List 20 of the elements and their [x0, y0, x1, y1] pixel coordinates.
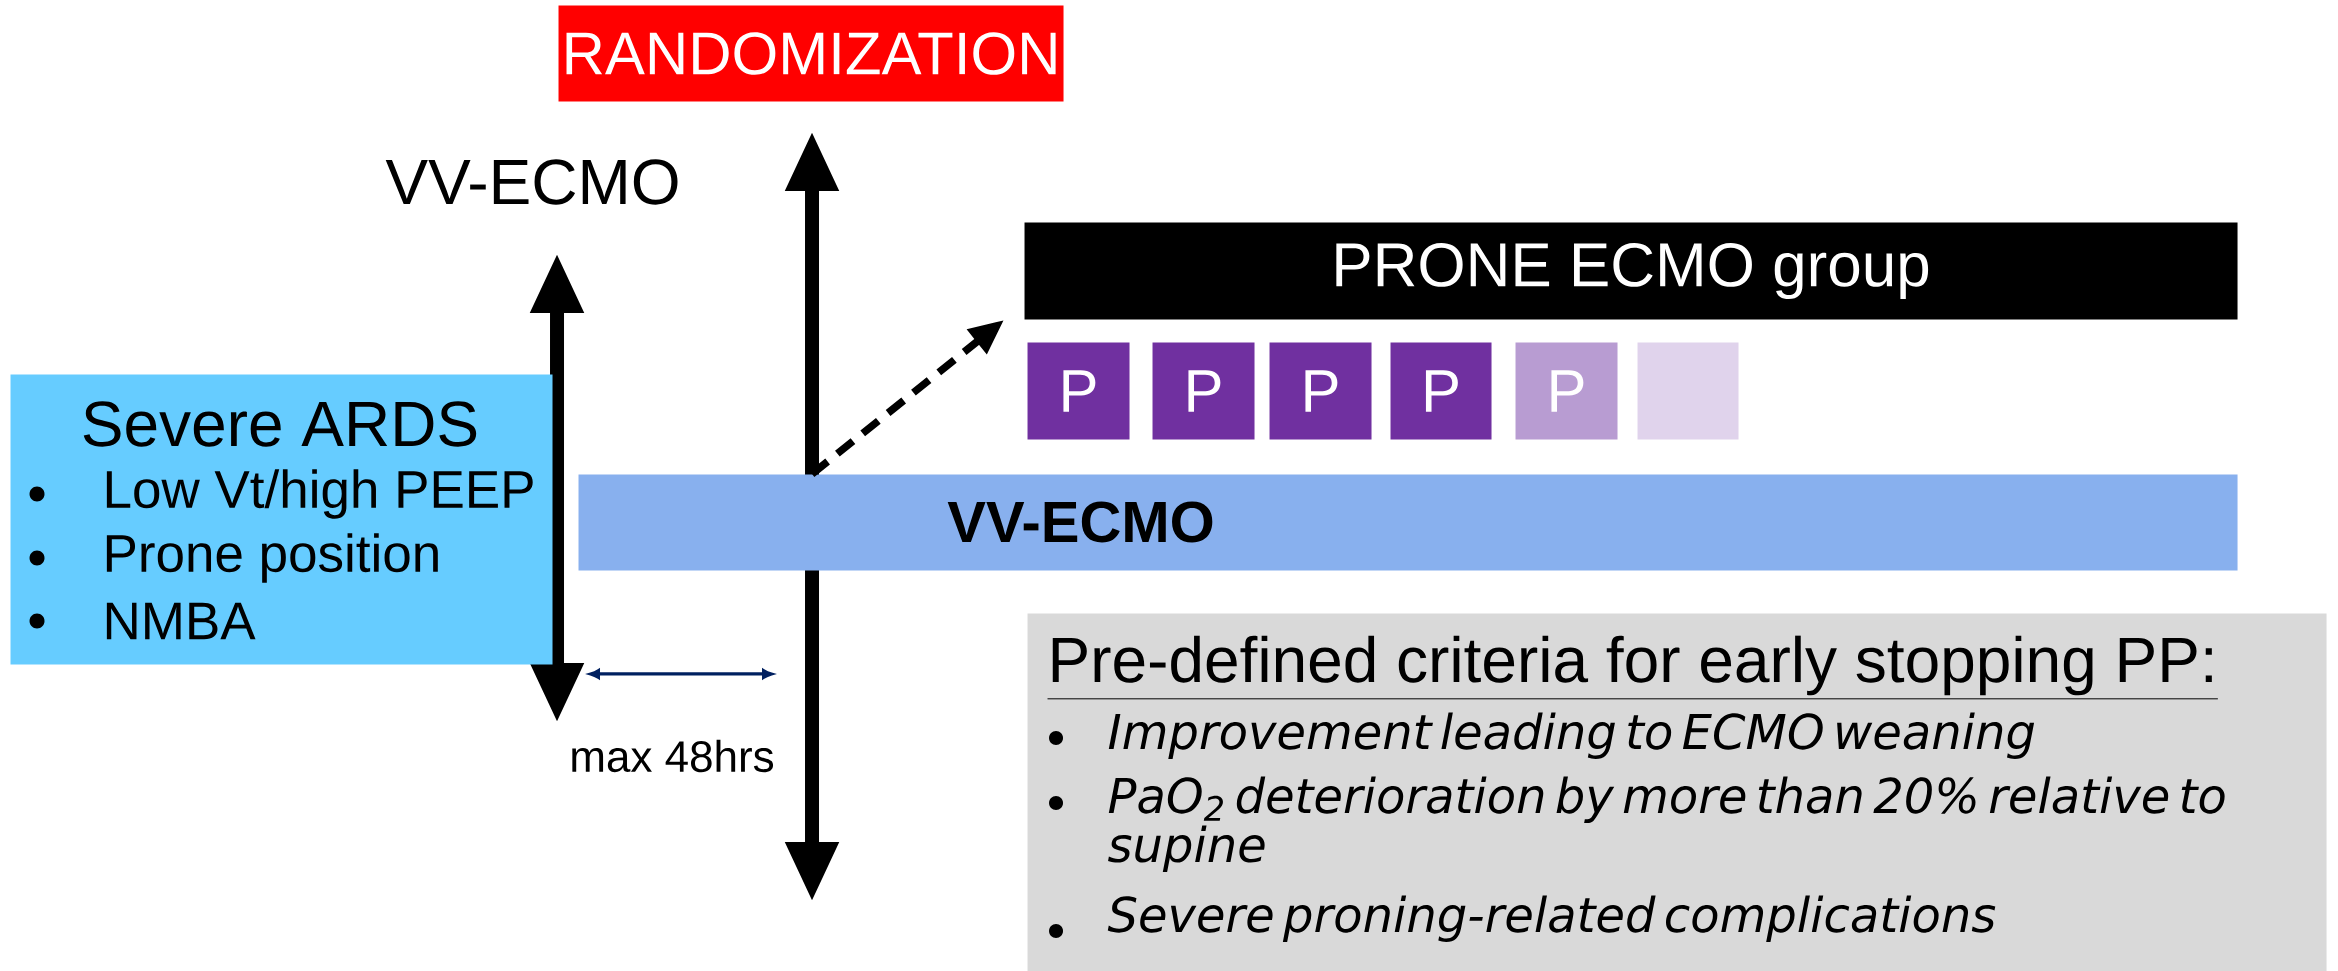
ecmo-band: VV-ECMO — [578, 474, 2238, 571]
label: VV-ECMO — [385, 159, 678, 205]
empty-box — [1637, 342, 1739, 440]
session-box: P — [1269, 342, 1372, 440]
condition-box: Severe ARDS Low Vt/high PEEP Prone position NMBA — [10, 374, 553, 665]
list-item: NMBA — [106, 602, 256, 640]
label: max 48hrs — [572, 739, 774, 773]
list-item: Low Vt/high PEEP — [106, 469, 533, 519]
session-box: P — [1390, 342, 1492, 440]
list-item: Improvement leading to ECMO weaning — [1108, 712, 2035, 759]
list-item: PaO$_{2}$ deterioration by more than 20% relative to supine — [1108, 776, 2225, 872]
group-bar: PRONE ECMO group — [1024, 222, 2238, 320]
randomization-box: RANDOMIZATION — [558, 5, 1064, 102]
list-item: Severe proning-related complications — [1107, 895, 1996, 942]
session-box: P — [1152, 342, 1255, 440]
session-box: P — [1027, 342, 1130, 440]
session-box: P — [1515, 342, 1618, 440]
criteria-heading: Pre-defined criteria for early stopping PP: — [1047, 635, 2219, 700]
criteria-box — [1027, 613, 2327, 971]
list-item: Prone position — [106, 533, 438, 583]
